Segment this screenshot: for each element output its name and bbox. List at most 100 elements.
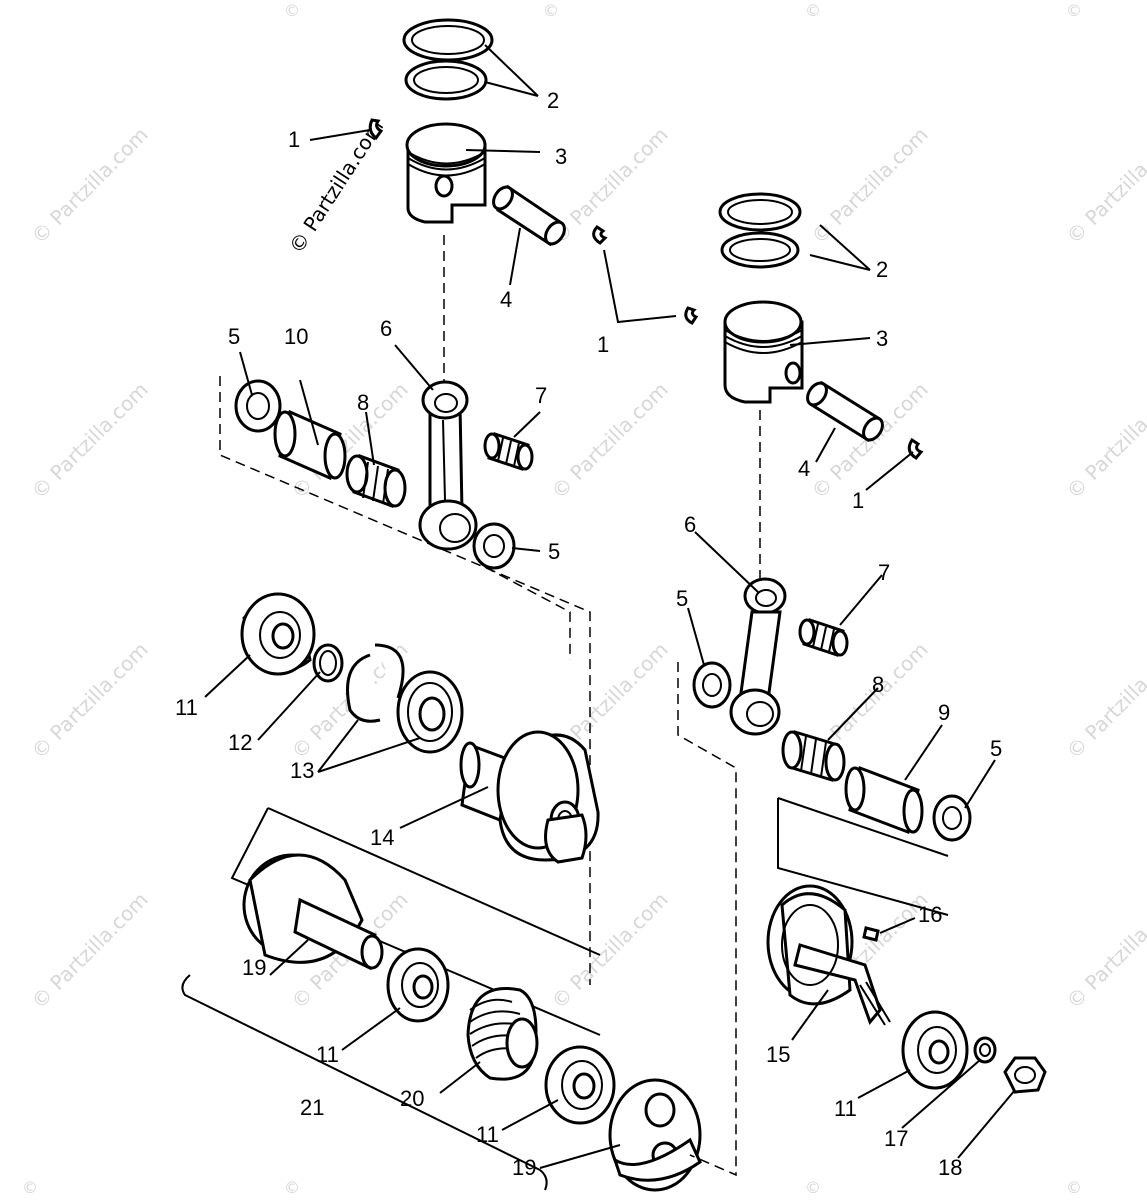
callout-6: 6	[684, 512, 696, 537]
callout-7: 7	[878, 560, 890, 585]
right-thrust-washer-lower	[932, 794, 972, 842]
callout-1: 1	[852, 488, 864, 513]
right-spacer-sleeve	[844, 765, 924, 835]
watermark: © Partzilla.com	[1062, 887, 1147, 1013]
bracket-lower-left	[230, 807, 601, 1036]
watermark-symbol: ©	[1066, 1178, 1082, 1197]
callout-11: 11	[834, 1096, 857, 1121]
watermark-symbol: ©	[805, 1, 821, 20]
callout-17: 17	[884, 1126, 908, 1151]
left-main-bearing-upper	[240, 592, 316, 676]
callout-4: 4	[798, 456, 810, 481]
callout-11: 11	[316, 1042, 339, 1067]
callout-14: 14	[370, 825, 394, 850]
left-piston	[405, 122, 487, 224]
callout-19: 19	[512, 1155, 536, 1180]
watermark: © Partzilla.com	[1062, 377, 1147, 503]
left-retaining-rings	[346, 643, 405, 723]
callout-3: 3	[876, 326, 888, 351]
callout-4: 4	[500, 287, 512, 312]
right-bracket-box	[777, 797, 949, 916]
right-needle-bearing-upper	[798, 618, 849, 657]
right-piston-rings	[718, 192, 802, 269]
callout-2: 2	[876, 257, 888, 282]
woodruff-key	[862, 926, 880, 942]
left-bracket-inner	[484, 566, 571, 660]
callout-5: 5	[228, 324, 240, 349]
watermark: © Partzilla.com	[27, 637, 153, 763]
callout-18: 18	[938, 1155, 962, 1180]
bracket-assembly	[181, 974, 548, 1191]
left-wrist-pin	[492, 184, 566, 247]
right-thrust-washer-upper	[692, 661, 732, 709]
callout-7: 7	[535, 383, 547, 408]
watermark: © Partzilla.com	[27, 377, 153, 503]
callout-11: 11	[476, 1122, 499, 1147]
hex-nut	[1003, 1056, 1047, 1094]
callout-5: 5	[676, 586, 688, 611]
callout-1: 1	[597, 332, 609, 357]
watermark-symbol: ©	[284, 1178, 300, 1197]
callout-5: 5	[548, 539, 560, 564]
leader-lines	[204, 44, 1016, 1169]
watermark: © Partzilla.com	[27, 122, 153, 248]
left-piston-rings	[402, 18, 494, 101]
left-shim	[312, 643, 344, 683]
callout-19: 19	[242, 955, 266, 980]
left-spacer-sleeve	[273, 409, 347, 481]
left-main-bearing-middle	[396, 670, 464, 754]
left-circlip-lower	[592, 225, 608, 245]
watermark-symbol: ©	[543, 1, 559, 20]
right-crank-half-lower	[608, 1078, 702, 1192]
left-connecting-rod	[418, 380, 478, 551]
callout-5: 5	[990, 736, 1002, 761]
bracket-lower-left-top	[267, 807, 601, 956]
right-bracket-outer	[677, 662, 737, 1177]
callout-10: 10	[284, 324, 308, 349]
right-connecting-rod	[729, 577, 787, 736]
callout-21: 21	[300, 1095, 324, 1120]
callout-13: 13	[290, 758, 314, 783]
callout-11: 11	[175, 695, 198, 720]
right-needle-bearing-lower	[781, 730, 846, 782]
callout-8: 8	[872, 672, 884, 697]
callout-9: 9	[938, 700, 950, 725]
watermark: © Partzilla.com	[1062, 637, 1147, 763]
watermark: © Partzilla.com	[547, 887, 673, 1013]
right-crank-flywheel	[766, 884, 891, 1026]
callout-2: 2	[547, 88, 559, 113]
left-thrust-washer-lower	[472, 522, 516, 570]
right-circlip-lower	[907, 437, 924, 460]
left-thrust-washer-upper	[234, 379, 282, 433]
left-main-bearing-lower	[386, 947, 450, 1023]
left-bracket-outer	[219, 376, 591, 985]
leader-pin-connector	[603, 249, 677, 324]
seal-assembly	[466, 987, 539, 1081]
right-main-bearing	[901, 1010, 969, 1090]
watermark-symbol: ©	[805, 1178, 821, 1197]
center-main-bearing	[544, 1045, 616, 1125]
callout-12: 12	[228, 730, 252, 755]
callout-3: 3	[555, 144, 567, 169]
left-flywheel-crank	[242, 853, 384, 971]
watermark: © Partzilla.com	[1062, 122, 1147, 248]
callout-6: 6	[380, 316, 392, 341]
callout-labels: 1 2 3 4 5 10 6 8 7 5 1 11 12 13 14 19 11…	[175, 88, 1002, 1180]
left-crank-half	[459, 730, 600, 864]
callout-15: 15	[766, 1042, 790, 1067]
right-circlip-upper	[684, 306, 699, 325]
callout-16: 16	[918, 902, 942, 927]
watermark-layer: © Partzilla.com © Partzilla.com © Partzi…	[22, 1, 1147, 1197]
right-piston	[723, 300, 804, 404]
lock-washer	[973, 1036, 997, 1064]
callout-1: 1	[288, 127, 300, 152]
watermark-symbol: ©	[22, 1178, 38, 1197]
watermark: © Partzilla.com	[547, 377, 673, 503]
watermark-symbol: ©	[284, 1, 300, 20]
left-needle-bearing-upper	[483, 432, 534, 471]
watermark-symbol: ©	[1066, 1, 1082, 20]
left-circlip-upper	[368, 118, 384, 141]
left-needle-bearing-lower	[345, 453, 407, 509]
watermark: © Partzilla.com	[27, 887, 153, 1013]
